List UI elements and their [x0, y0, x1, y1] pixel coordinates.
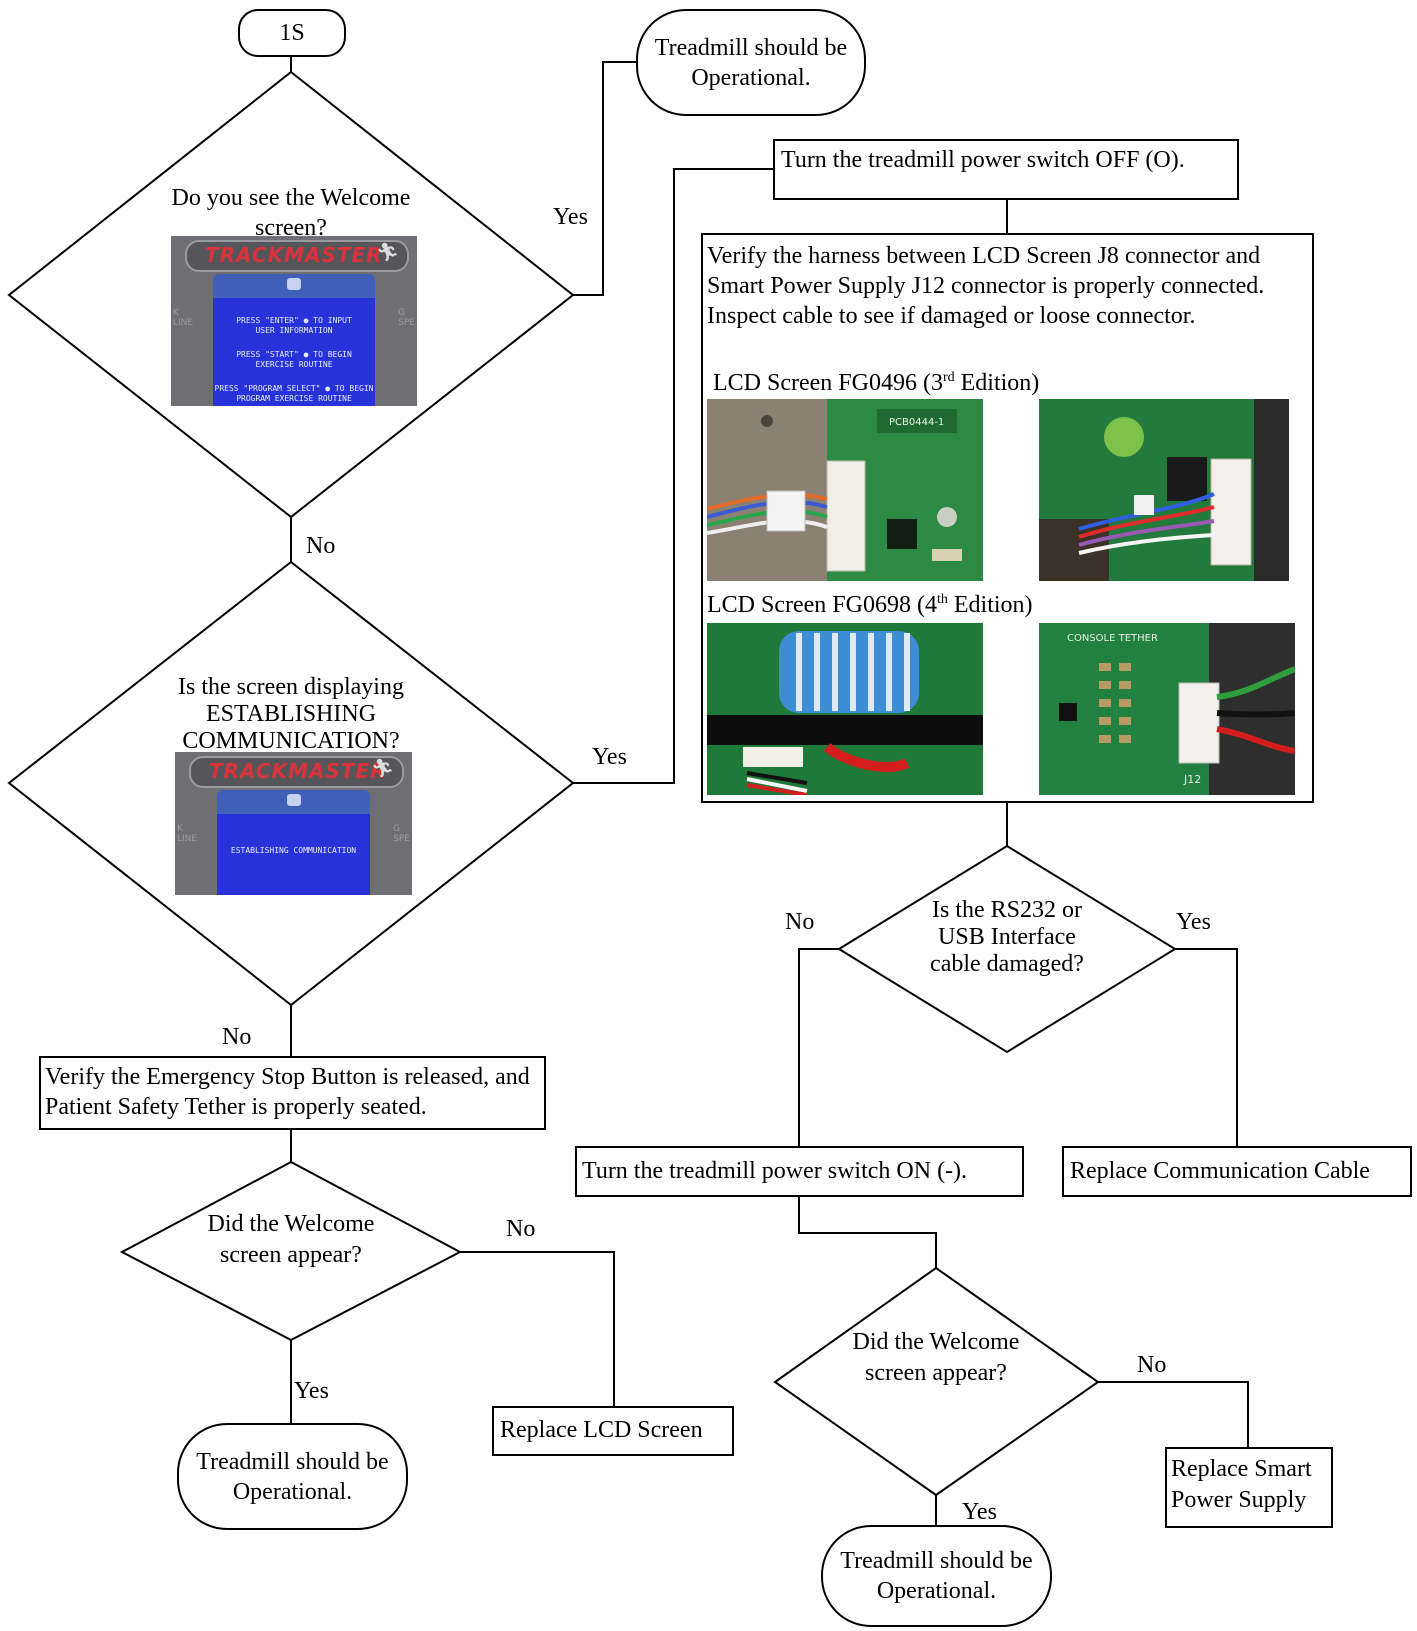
- screen-line: PRESS "PROGRAM SELECT" ● TO BEGIN: [214, 384, 374, 393]
- caption-4th-edition: LCD Screen FG0698 (4th Edition): [707, 585, 1033, 620]
- q5-no-label: No: [506, 1216, 536, 1242]
- q3-question: Is the RS232 or USB Interface cable dama…: [930, 897, 1084, 977]
- q1-yes-label: Yes: [553, 204, 588, 230]
- power-off-text: Turn the treadmill power switch OFF (O).: [781, 147, 1185, 173]
- lcd-4th-connector-photo: [707, 623, 983, 795]
- screen-line: USER INFORMATION: [255, 326, 333, 335]
- q3-no-label: No: [785, 909, 815, 935]
- pcb-label: J12: [1183, 773, 1201, 786]
- power-on-step: Turn the treadmill power switch ON (-).: [575, 1146, 1024, 1197]
- q3-yes-label: Yes: [1176, 909, 1211, 935]
- runner-icon: 🏃︎: [371, 758, 394, 778]
- communication-screen-display: ESTABLISHING COMMUNICATION: [217, 814, 370, 895]
- psu-3rd-photo-drawing: [1039, 399, 1289, 581]
- screen-line: PROGRAM EXERCISE ROUTINE: [236, 394, 352, 403]
- lcd-4th-photo-drawing: [707, 623, 983, 795]
- replace-psu-step: Replace Smart Power Supply: [1165, 1447, 1333, 1528]
- replace-lcd-text: Replace LCD Screen: [500, 1417, 703, 1443]
- operational-label: Treadmill should be Operational.: [196, 1448, 389, 1505]
- screen-line: PRESS "START" ● TO BEGIN: [236, 350, 352, 359]
- screen-line: EXERCISE ROUTINE: [255, 360, 333, 369]
- psu-3rd-connector-photo: [1039, 399, 1289, 581]
- caption-3rd-edition: LCD Screen FG0496 (3rd Edition): [713, 363, 1039, 398]
- q4-question: Did the Welcome screen appear?: [852, 1329, 1020, 1386]
- lcd-3rd-connector-photo: PCB0444-1: [707, 399, 983, 581]
- sensor-icon: [286, 794, 301, 806]
- q2-question: Is the screen displaying ESTABLISHING CO…: [178, 674, 404, 754]
- q2-yes-label: Yes: [592, 744, 627, 770]
- operational-terminator-3: Treadmill should be Operational.: [821, 1525, 1052, 1627]
- psu-4th-tether-photo: CONSOLE TETHER J12: [1039, 623, 1295, 795]
- sensor-icon: [287, 278, 301, 290]
- q1-no-label: No: [306, 533, 336, 559]
- pcb-label: CONSOLE TETHER: [1067, 633, 1158, 644]
- operational-label: Treadmill should be Operational.: [654, 34, 848, 91]
- operational-terminator-2: Treadmill should be Operational.: [177, 1423, 408, 1530]
- start-label: 1S: [279, 20, 305, 46]
- runner-icon: 🏃︎: [376, 242, 399, 262]
- caption-text: LCD Screen FG0698 (4: [707, 592, 937, 618]
- verify-harness-step: Verify the harness between LCD Screen J8…: [701, 233, 1314, 803]
- power-on-text: Turn the treadmill power switch ON (-).: [582, 1158, 968, 1184]
- verify-estop-text: Verify the Emergency Stop Button is rele…: [45, 1064, 530, 1120]
- replace-psu-text: Replace Smart Power Supply: [1171, 1456, 1312, 1513]
- caption-sup: rd: [942, 370, 955, 385]
- q4-no-label: No: [1137, 1352, 1167, 1378]
- replace-lcd-step: Replace LCD Screen: [492, 1406, 734, 1456]
- caption-text: Edition): [954, 370, 1040, 396]
- caption-sup: th: [936, 592, 948, 607]
- q5-question: Did the Welcome screen appear?: [207, 1211, 375, 1268]
- operational-label: Treadmill should be Operational.: [840, 1548, 1033, 1604]
- lcd-3rd-photo-drawing: PCB0444-1: [707, 399, 983, 581]
- replace-cable-step: Replace Communication Cable: [1062, 1146, 1412, 1197]
- q4-yes-label: Yes: [962, 1499, 997, 1525]
- caption-text: Edition): [947, 592, 1033, 618]
- q5-yes-label: Yes: [294, 1378, 329, 1404]
- q2-no-label: No: [222, 1024, 252, 1050]
- caption-text: LCD Screen FG0496 (3: [713, 370, 943, 396]
- screen-line: PRESS "ENTER" ● TO INPUT: [236, 316, 352, 325]
- operational-terminator-1: Treadmill should be Operational.: [636, 9, 866, 116]
- verify-estop-step: Verify the Emergency Stop Button is rele…: [39, 1056, 546, 1130]
- trackmaster-logo: TRACKMASTER: [189, 756, 404, 788]
- welcome-screen-display: PRESS "ENTER" ● TO INPUT USER INFORMATIO…: [213, 298, 375, 406]
- screen-line: ESTABLISHING COMMUNICATION: [230, 846, 357, 855]
- pcb-label: PCB0444-1: [889, 417, 944, 428]
- verify-harness-text: Verify the harness between LCD Screen J8…: [707, 243, 1265, 329]
- replace-cable-text: Replace Communication Cable: [1070, 1158, 1370, 1184]
- psu-4th-photo-drawing: CONSOLE TETHER J12: [1039, 623, 1295, 795]
- power-off-step: Turn the treadmill power switch OFF (O).: [773, 139, 1239, 200]
- q1-question: Do you see the Welcome screen?: [171, 185, 411, 241]
- start-terminator: 1S: [238, 9, 346, 57]
- q3-diamond: [837, 844, 1177, 1054]
- trackmaster-logo: TRACKMASTER: [185, 240, 409, 272]
